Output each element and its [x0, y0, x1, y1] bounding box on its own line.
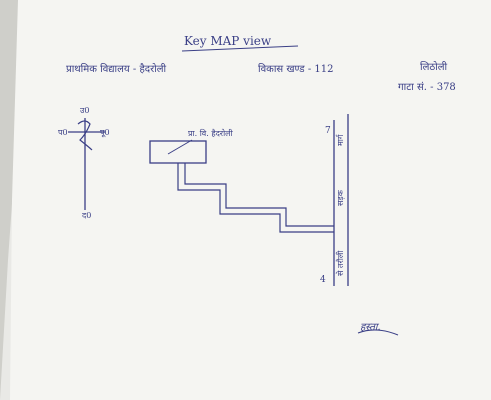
- header-school: प्राथमिक विद्यालय - हैदरोली: [66, 63, 167, 75]
- compass: उ0 द0 प0 पू0: [58, 106, 110, 220]
- document-title: Key MAP view: [184, 34, 272, 48]
- compass-south: द0: [82, 211, 91, 220]
- road-label-mid: सड़क: [336, 189, 345, 206]
- compass-east: पू0: [100, 128, 110, 138]
- header-block: विकास खण्ड - 112: [258, 63, 333, 75]
- building-label: प्रा. वि. हैदरोली: [188, 128, 234, 138]
- title-underline: [181, 45, 299, 52]
- compass-north: उ0: [80, 106, 89, 115]
- building-pointer: [167, 139, 193, 155]
- paper-sheet: [10, 0, 491, 400]
- road-number-bottom: 4: [320, 275, 326, 285]
- header-plot: गाटा सं. - 378: [398, 81, 456, 93]
- header-village: लिठोली: [420, 61, 448, 73]
- main-road: [333, 114, 349, 286]
- compass-west: प0: [58, 128, 68, 137]
- signature: हस्ता.: [360, 322, 381, 333]
- left-shadow: [0, 0, 30, 400]
- road-number-top: 7: [325, 126, 331, 136]
- signature-stroke: [357, 329, 399, 336]
- path-to-road: [177, 163, 334, 233]
- road-label-top: मार्ग: [335, 134, 345, 146]
- road-label-bottom: से तरौली: [335, 250, 345, 276]
